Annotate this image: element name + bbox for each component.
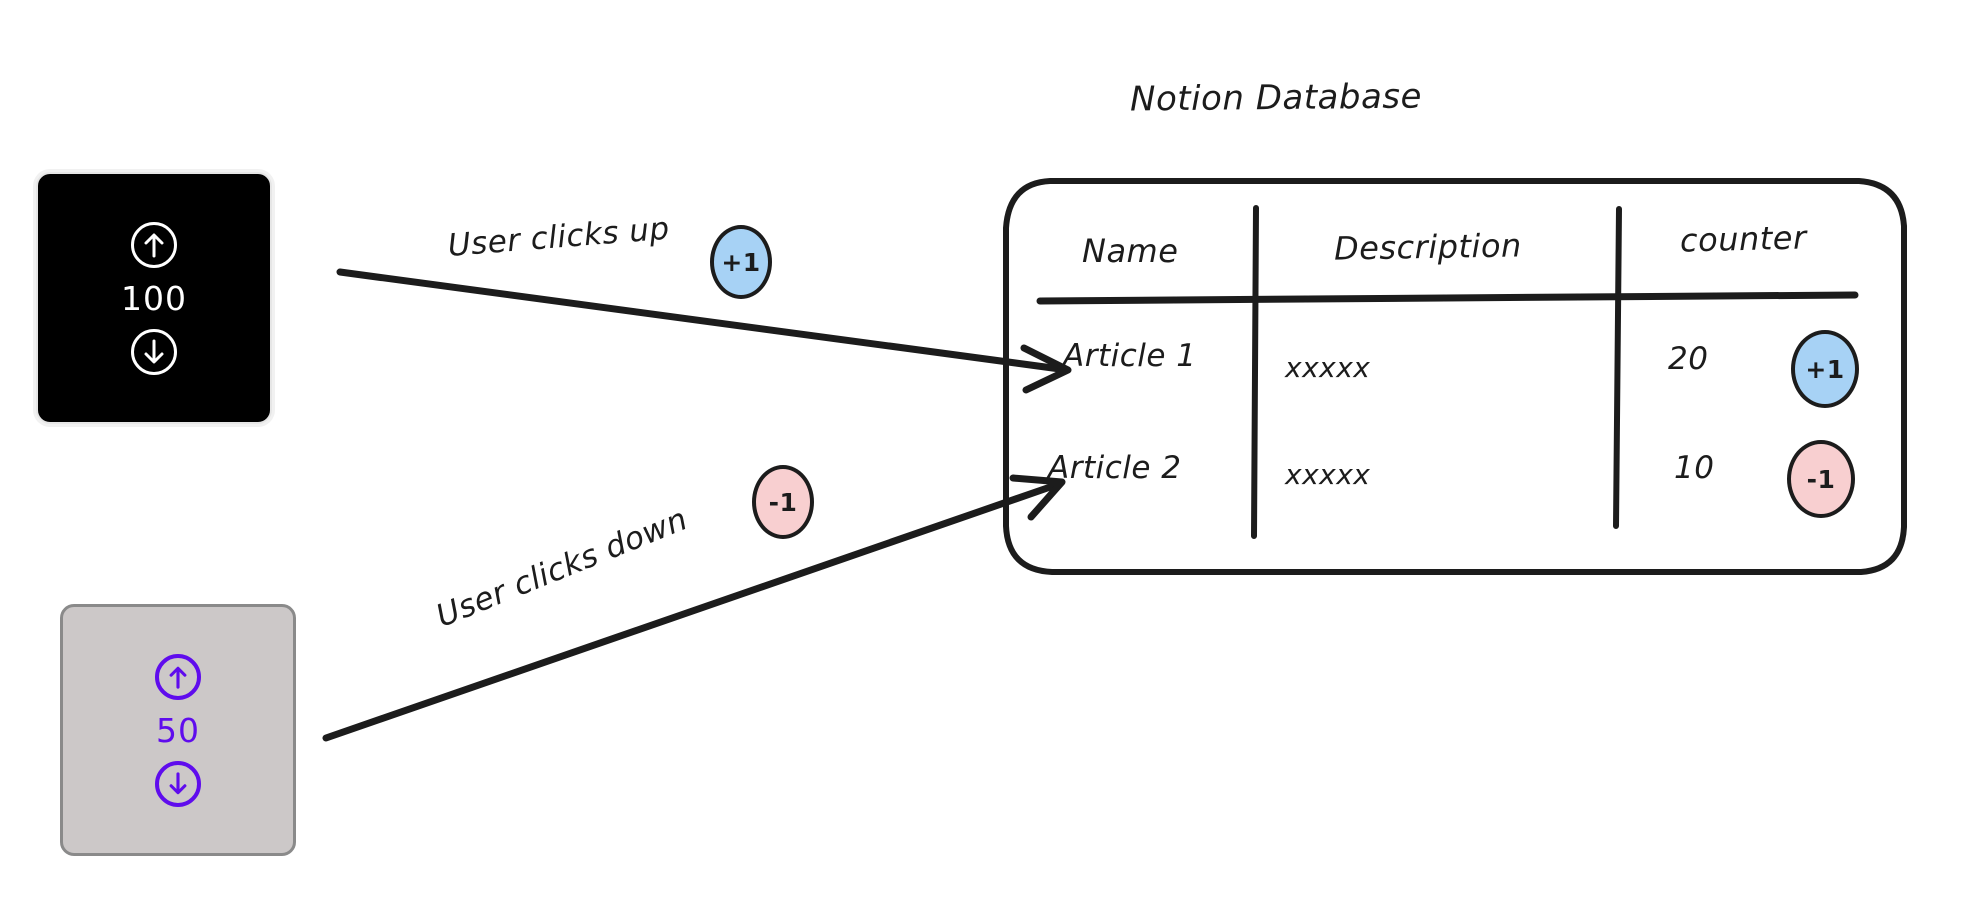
- dark-counter-value: 100: [121, 278, 187, 318]
- column-header-description: Description: [1333, 226, 1523, 268]
- annotation-label-clicks-up: User clicks up: [446, 210, 671, 264]
- column-header-counter: counter: [1679, 218, 1808, 260]
- arrow-down-circle-icon[interactable]: [131, 328, 177, 375]
- page-title: Notion Database: [1129, 76, 1423, 120]
- light-counter-value: 50: [156, 710, 200, 750]
- table-cell-counter: 20: [1668, 341, 1709, 377]
- annotation-label-clicks-down: User clicks down: [431, 501, 693, 635]
- table-cell-description: xxxxx: [1285, 351, 1371, 384]
- table-cell-description: xxxxx: [1285, 458, 1371, 491]
- arrow-up-circle-icon[interactable]: [155, 653, 201, 700]
- table-row: Article 2: [1048, 450, 1182, 486]
- table-cell-counter: 10: [1674, 450, 1715, 486]
- column-header-name: Name: [1082, 232, 1179, 270]
- light-counter-widget[interactable]: 50: [60, 604, 296, 856]
- table-row: Article 1: [1063, 338, 1197, 374]
- arrow-down-circle-icon[interactable]: [155, 760, 201, 807]
- badge-plus-one-row1: +1: [1791, 330, 1859, 408]
- badge-plus-one-annotation: +1: [710, 225, 772, 299]
- badge-minus-one-annotation: -1: [752, 465, 814, 539]
- notion-database-card: [1003, 178, 1908, 575]
- arrow-up-circle-icon[interactable]: [131, 221, 177, 268]
- dark-counter-widget[interactable]: 100: [36, 172, 272, 424]
- badge-minus-one-row2: -1: [1787, 440, 1855, 518]
